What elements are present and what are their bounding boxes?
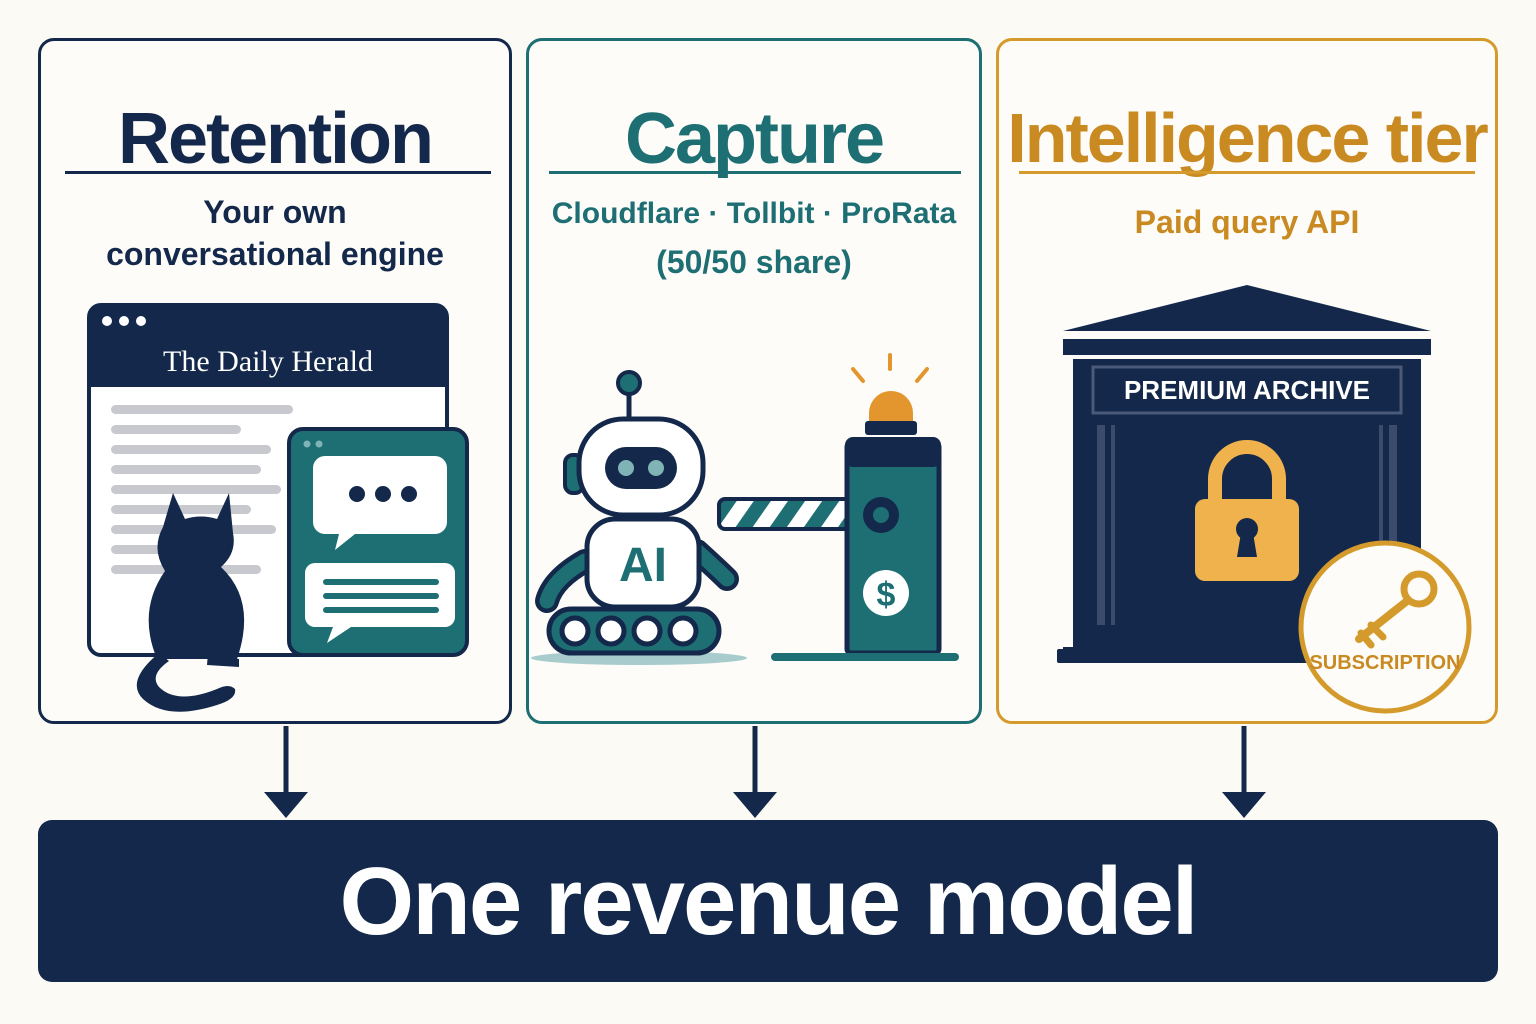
retention-rule [65, 171, 491, 174]
capture-subtitle: Cloudflare · Tollbit · ProRata (50/50 sh… [529, 193, 979, 283]
capture-arrow [733, 726, 777, 818]
toll-symbol: $ [877, 576, 896, 614]
key-icon: SUBSCRIPTION [1298, 540, 1472, 714]
capture-subtitle-line2: (50/50 share) [656, 244, 852, 280]
retention-subtitle-line1: Your own [203, 194, 347, 230]
revenue-model-label: One revenue model [339, 848, 1199, 955]
retention-subtitle-line2: conversational engine [106, 236, 444, 272]
retention-arrow [264, 726, 308, 818]
retention-title: Retention [118, 99, 434, 179]
browser-title: The Daily Herald [163, 345, 373, 378]
retention-illustration: The Daily Herald [87, 303, 469, 712]
padlock-icon [1195, 440, 1299, 581]
intelligence-rule [1019, 171, 1475, 174]
retention-subtitle: Your own conversational engine [41, 191, 509, 275]
capture-panel: Capture Cloudflare · Tollbit · ProRata (… [526, 38, 982, 724]
intelligence-arrow [1222, 726, 1266, 818]
revenue-model-bar: One revenue model [38, 820, 1498, 982]
robot-icon: AI [535, 370, 739, 656]
capture-rule [549, 171, 961, 174]
robot-label: AI [619, 539, 667, 592]
retention-panel: Retention Your own conversational engine… [38, 38, 512, 724]
badge-label: SUBSCRIPTION [1309, 652, 1460, 674]
capture-title: Capture [624, 99, 885, 179]
alarm-light-icon [851, 353, 929, 435]
toll-gate-icon: $ [717, 437, 959, 661]
capture-illustration: AI $ [531, 353, 959, 665]
intelligence-illustration: PREMIUM ARCHIVE SUBSCRIPTION [1057, 285, 1472, 714]
archive-label: PREMIUM ARCHIVE [1124, 375, 1370, 405]
intelligence-subtitle: Paid query API [1134, 204, 1360, 240]
chat-bubble-icon [287, 427, 469, 657]
cat-silhouette-icon [136, 493, 245, 712]
intelligence-panel: Intelligence tier Paid query API PREMIUM… [996, 38, 1498, 724]
intelligence-title: Intelligence tier [1007, 99, 1488, 177]
capture-subtitle-line1: Cloudflare · Tollbit · ProRata [551, 197, 957, 230]
